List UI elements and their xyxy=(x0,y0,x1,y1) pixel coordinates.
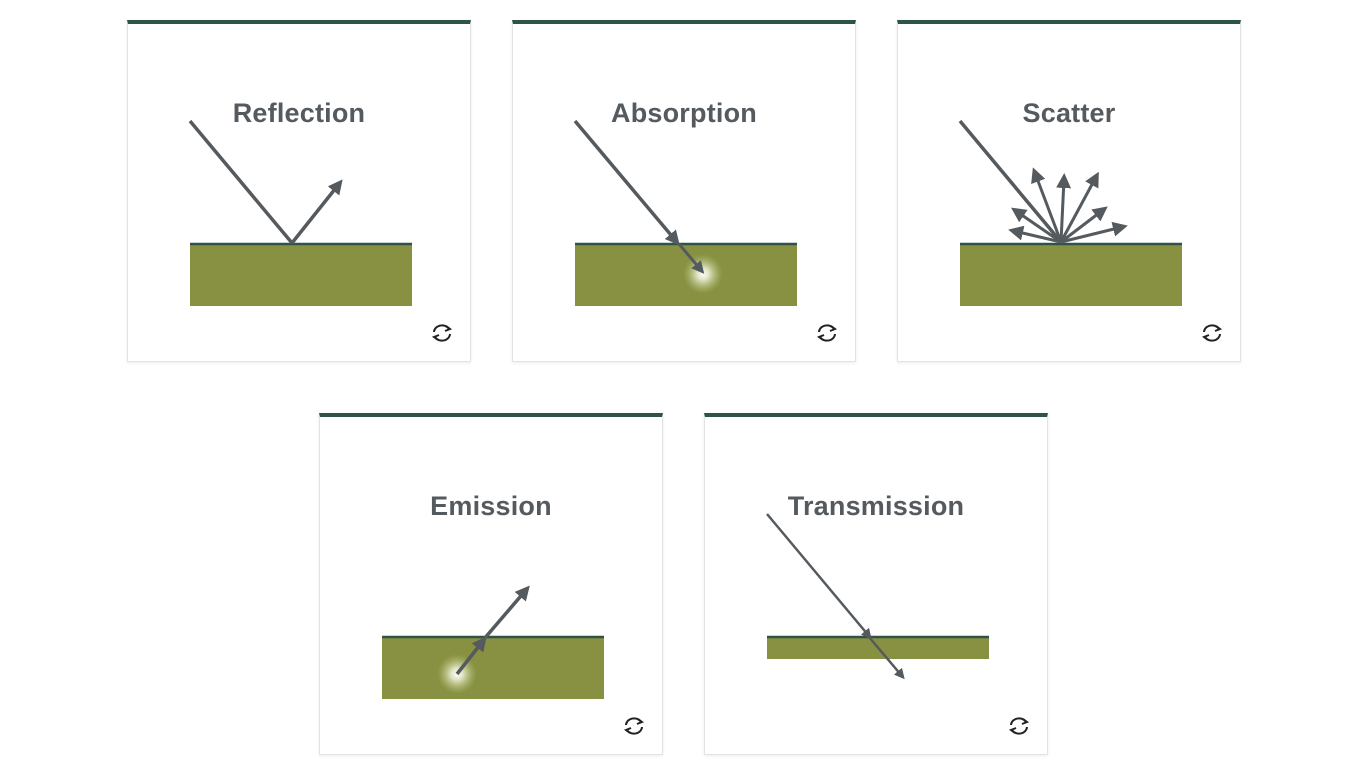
emitted-ray-inner xyxy=(455,636,487,676)
card-reflection[interactable]: Reflection xyxy=(127,20,471,362)
refresh-icon[interactable] xyxy=(1005,712,1033,740)
emitted-ray xyxy=(482,585,530,641)
surface-block xyxy=(960,244,1182,306)
card-title: Transmission xyxy=(787,491,965,521)
card-scatter[interactable]: Scatter xyxy=(897,20,1241,362)
absorbed-ray xyxy=(677,243,705,274)
card-transmission[interactable]: Transmission xyxy=(704,413,1048,755)
surface-block xyxy=(382,637,604,699)
incident-ray xyxy=(573,119,680,246)
reflected-ray xyxy=(290,179,343,245)
incident-ray xyxy=(766,513,872,640)
card-absorption[interactable]: Absorption xyxy=(512,20,856,362)
incident-ray xyxy=(958,119,1063,244)
scatter-illustration xyxy=(958,119,1182,306)
transmission-illustration xyxy=(766,513,989,680)
card-title: Emission xyxy=(430,491,552,521)
transmitted-ray xyxy=(868,636,905,680)
surface-block xyxy=(190,244,412,306)
card-title: Reflection xyxy=(232,98,366,128)
incident-ray xyxy=(188,119,294,245)
scattered-rays xyxy=(1008,167,1128,244)
card-title: Scatter xyxy=(1022,98,1116,128)
absorption-glow xyxy=(683,254,723,294)
refresh-icon[interactable] xyxy=(1198,319,1226,347)
emission-illustration xyxy=(382,585,604,699)
refresh-icon[interactable] xyxy=(428,319,456,347)
refresh-icon[interactable] xyxy=(813,319,841,347)
refresh-icon[interactable] xyxy=(620,712,648,740)
card-title: Absorption xyxy=(611,98,757,128)
reflection-illustration xyxy=(188,119,412,306)
card-emission[interactable]: Emission xyxy=(319,413,663,755)
absorption-illustration xyxy=(573,119,797,306)
